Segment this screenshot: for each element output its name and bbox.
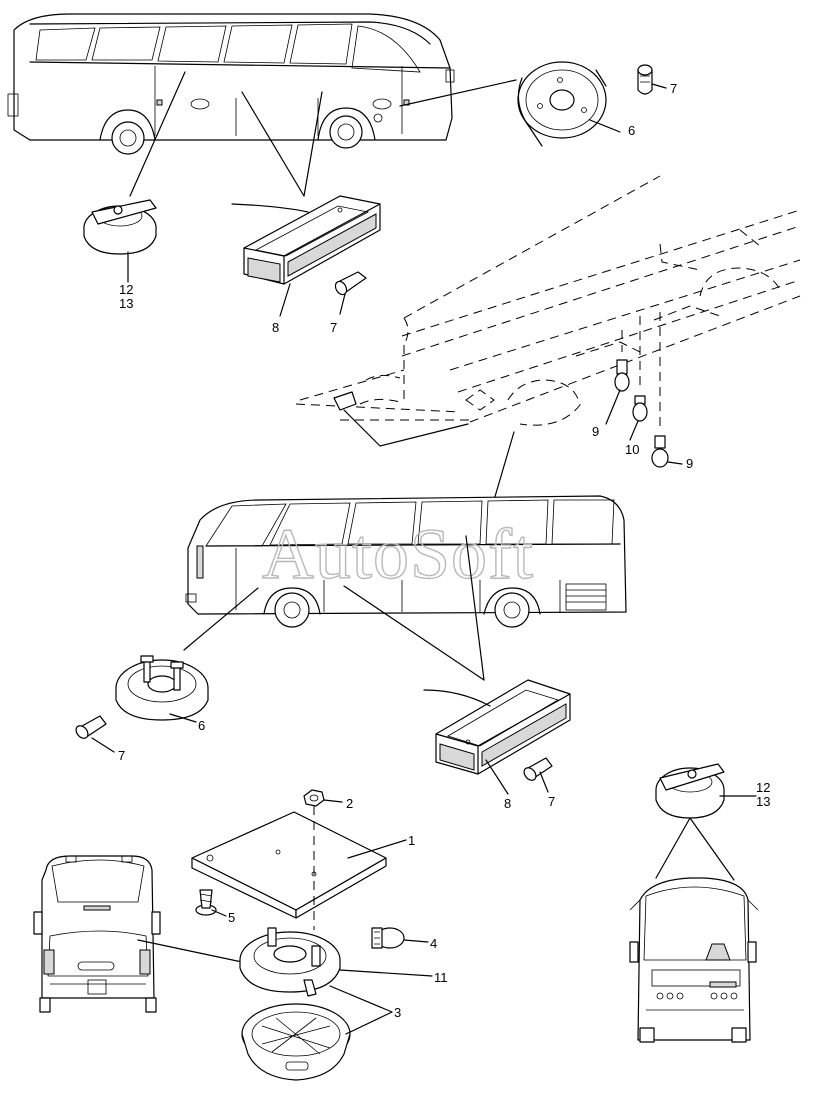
bulb-10 xyxy=(629,395,648,441)
callout-4: 4 xyxy=(430,936,437,951)
chassis-detail xyxy=(295,175,801,501)
lamp-6-middle xyxy=(115,655,209,723)
bulb-7-mid-right xyxy=(523,757,553,793)
bulb-4 xyxy=(371,927,429,949)
clearance-lamp-8-top xyxy=(231,195,381,317)
callout-7-top-right: 7 xyxy=(670,81,677,96)
bus-rear-view xyxy=(33,855,243,1013)
bulb-7-top-right xyxy=(637,64,667,95)
leader-lines-middle xyxy=(183,535,485,681)
callout-11: 11 xyxy=(434,970,448,985)
callout-7-mid-left: 7 xyxy=(118,748,125,763)
leader-lines-top xyxy=(129,71,517,197)
lens-3 xyxy=(241,985,393,1081)
callout-9-b: 9 xyxy=(686,456,693,471)
callout-13-left: 13 xyxy=(119,296,133,311)
bulb-7-mid-left xyxy=(75,715,115,753)
marker-lamp-12-13-top xyxy=(83,199,157,283)
bulb-7-top-mid xyxy=(334,271,367,315)
bracket-1 xyxy=(191,811,407,919)
bulb-9-a xyxy=(605,359,630,425)
callout-12-left: 12 xyxy=(119,282,133,297)
callout-1: 1 xyxy=(408,833,415,848)
callout-3: 3 xyxy=(394,1005,401,1020)
lamp-housing-11 xyxy=(239,927,433,997)
nut-2 xyxy=(303,789,343,930)
bus-side-view-top xyxy=(7,13,455,155)
callout-5: 5 xyxy=(228,910,235,925)
clearance-lamp-8-middle xyxy=(423,679,571,795)
screw-5 xyxy=(195,889,227,917)
callout-8-mid: 8 xyxy=(504,796,511,811)
callout-7-mid-right: 7 xyxy=(548,794,555,809)
callout-13-right: 13 xyxy=(756,794,770,809)
bus-front-view xyxy=(629,877,759,1043)
callout-6-top: 6 xyxy=(628,123,635,138)
bulb-9-b xyxy=(651,435,683,468)
callout-12-right: 12 xyxy=(756,780,770,795)
bus-side-view-middle xyxy=(185,495,627,628)
callout-6-middle: 6 xyxy=(198,718,205,733)
callout-7-top-mid: 7 xyxy=(330,320,337,335)
lamp-6-top xyxy=(517,61,621,147)
watermark: AutoSoft xyxy=(262,514,534,594)
callout-2: 2 xyxy=(346,796,353,811)
marker-lamp-12-13-right xyxy=(655,763,757,881)
callout-8-top: 8 xyxy=(272,320,279,335)
callout-10: 10 xyxy=(625,442,639,457)
callout-9-a: 9 xyxy=(592,424,599,439)
